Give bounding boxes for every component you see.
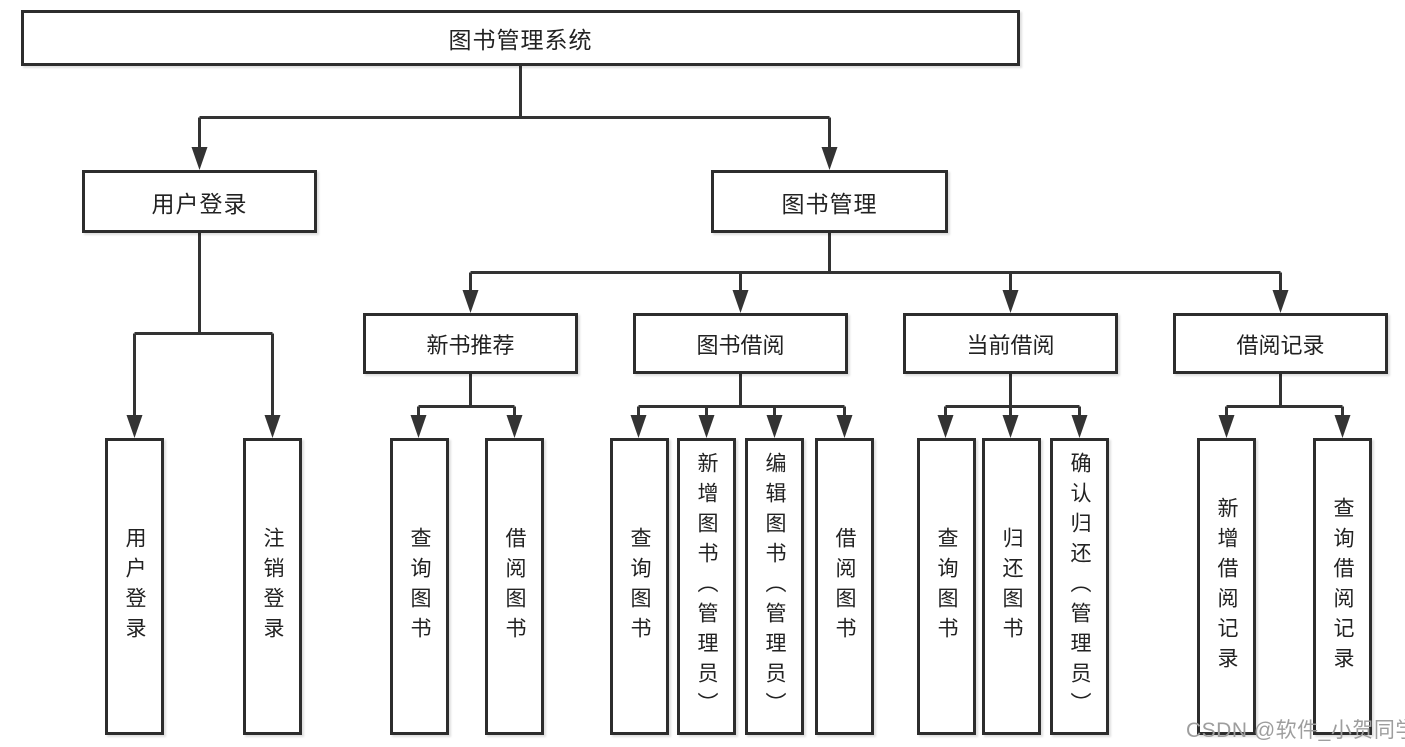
node-borrow-books-recommendation: 借阅图书 [485,438,544,735]
connector-borrowing-records-leaves [1218,372,1351,438]
arrowhead [1218,415,1235,438]
arrowhead [766,415,783,438]
connector-user-login-leaves [126,231,281,438]
node-borrow-books-borrowing: 借阅图书 [815,438,874,735]
arrowhead [937,415,954,438]
arrowhead [698,415,715,438]
node-confirm-return-admin: 确认归还（管理员） [1050,438,1109,735]
arrowhead [410,415,427,438]
connector-root-to-level2 [191,64,838,170]
arrowhead [191,147,208,170]
arrowhead [732,290,749,313]
connector-book-management-to-level3 [462,231,1289,313]
node-query-books-current: 查询图书 [917,438,976,735]
arrowhead [1002,290,1019,313]
arrowhead [836,415,853,438]
connector-current-borrowing-leaves [937,372,1088,438]
arrowhead [1334,415,1351,438]
node-add-books-admin: 新增图书（管理员） [677,438,736,735]
node-book-borrowing: 图书借阅 [633,313,848,374]
node-edit-books-admin: 编辑图书（管理员） [745,438,804,735]
arrowhead [630,415,647,438]
arrowhead [1071,415,1088,438]
node-library-management-system: 图书管理系统 [21,10,1020,66]
arrowhead [1272,290,1289,313]
node-add-borrow-record: 新增借阅记录 [1197,438,1256,735]
node-new-book-recommendation: 新书推荐 [363,313,578,374]
node-query-books-recommendation: 查询图书 [390,438,449,735]
node-user-login: 用户登录 [82,170,317,233]
node-user-login-leaf: 用户登录 [105,438,164,735]
node-return-books: 归还图书 [982,438,1041,735]
node-logout: 注销登录 [243,438,302,735]
arrowhead [506,415,523,438]
node-borrowing-records: 借阅记录 [1173,313,1388,374]
node-current-borrowing: 当前借阅 [903,313,1118,374]
arrowhead [462,290,479,313]
arrowhead [821,147,838,170]
node-book-management: 图书管理 [711,170,948,233]
csdn-watermark: CSDN @软件_小贺同学 [1186,719,1405,742]
connector-book-borrowing-leaves [630,372,853,438]
node-query-borrow-record: 查询借阅记录 [1313,438,1372,735]
arrowhead [264,415,281,438]
node-query-books-borrowing: 查询图书 [610,438,669,735]
arrowhead [1002,415,1019,438]
connector-new-book-recommendation-leaves [410,372,523,438]
arrowhead [126,415,143,438]
